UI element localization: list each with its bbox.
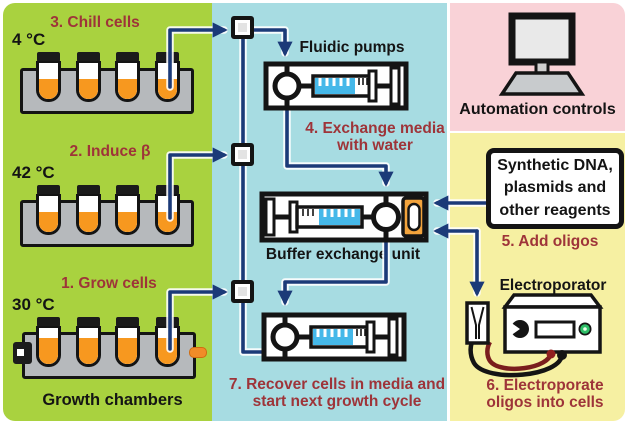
culture-tube [76, 317, 101, 367]
growth-chambers-label: Growth chambers [42, 391, 183, 409]
culture-tube [115, 52, 140, 102]
culture-tube [155, 185, 180, 235]
electroporator-icon [452, 289, 628, 381]
solenoid-valve-icon [231, 280, 254, 303]
electroporator-label: Electroporator [499, 277, 607, 294]
syringe-pump-icon [261, 312, 407, 362]
reagents-line: other reagents [499, 201, 611, 219]
step-3-label: 3. Chill cells [50, 14, 140, 31]
culture-tube [36, 185, 61, 235]
fluidic-pumps-label: Fluidic pumps [299, 39, 405, 56]
step-6-label: 6. Electroporate oligos into cells [486, 377, 604, 412]
culture-tube [36, 52, 61, 102]
culture-tube [155, 52, 180, 102]
automation-controls-label: Automation controls [459, 101, 616, 118]
grow-temp-label: 30 °C [12, 295, 55, 314]
culture-tube [115, 317, 140, 367]
step-4-label: 4. Exchange media with water [305, 120, 445, 155]
buffer-exchange-label: Buffer exchange unit [265, 246, 421, 263]
step-2-label: 2. Induce β [69, 143, 151, 160]
culture-tube [76, 52, 101, 102]
induce-temp-label: 42 °C [12, 163, 55, 182]
rack-outlet-connector [189, 347, 207, 358]
rack-inlet-connector [13, 342, 32, 364]
buffer-exchange-unit-icon [259, 191, 429, 243]
culture-tube [115, 185, 140, 235]
reagents-line: Synthetic DNA, [497, 156, 613, 174]
culture-tube [36, 317, 61, 367]
solenoid-valve-icon [231, 143, 254, 166]
step-5-label: 5. Add oligos [501, 233, 599, 250]
culture-tube [76, 185, 101, 235]
culture-tube [155, 317, 180, 367]
chill-temp-label: 4 °C [12, 30, 46, 49]
syringe-pump-icon [263, 61, 409, 111]
step-7-label: 7. Recover cells in media and start next… [228, 376, 446, 411]
cuvette-icon [465, 301, 490, 345]
step-1-label: 1. Grow cells [61, 275, 157, 292]
solenoid-valve-icon [231, 16, 254, 39]
reagents-line: plasmids and [503, 179, 607, 197]
reagents-box: Synthetic DNA, plasmids and other reagen… [486, 148, 624, 229]
computer-icon [498, 12, 586, 98]
